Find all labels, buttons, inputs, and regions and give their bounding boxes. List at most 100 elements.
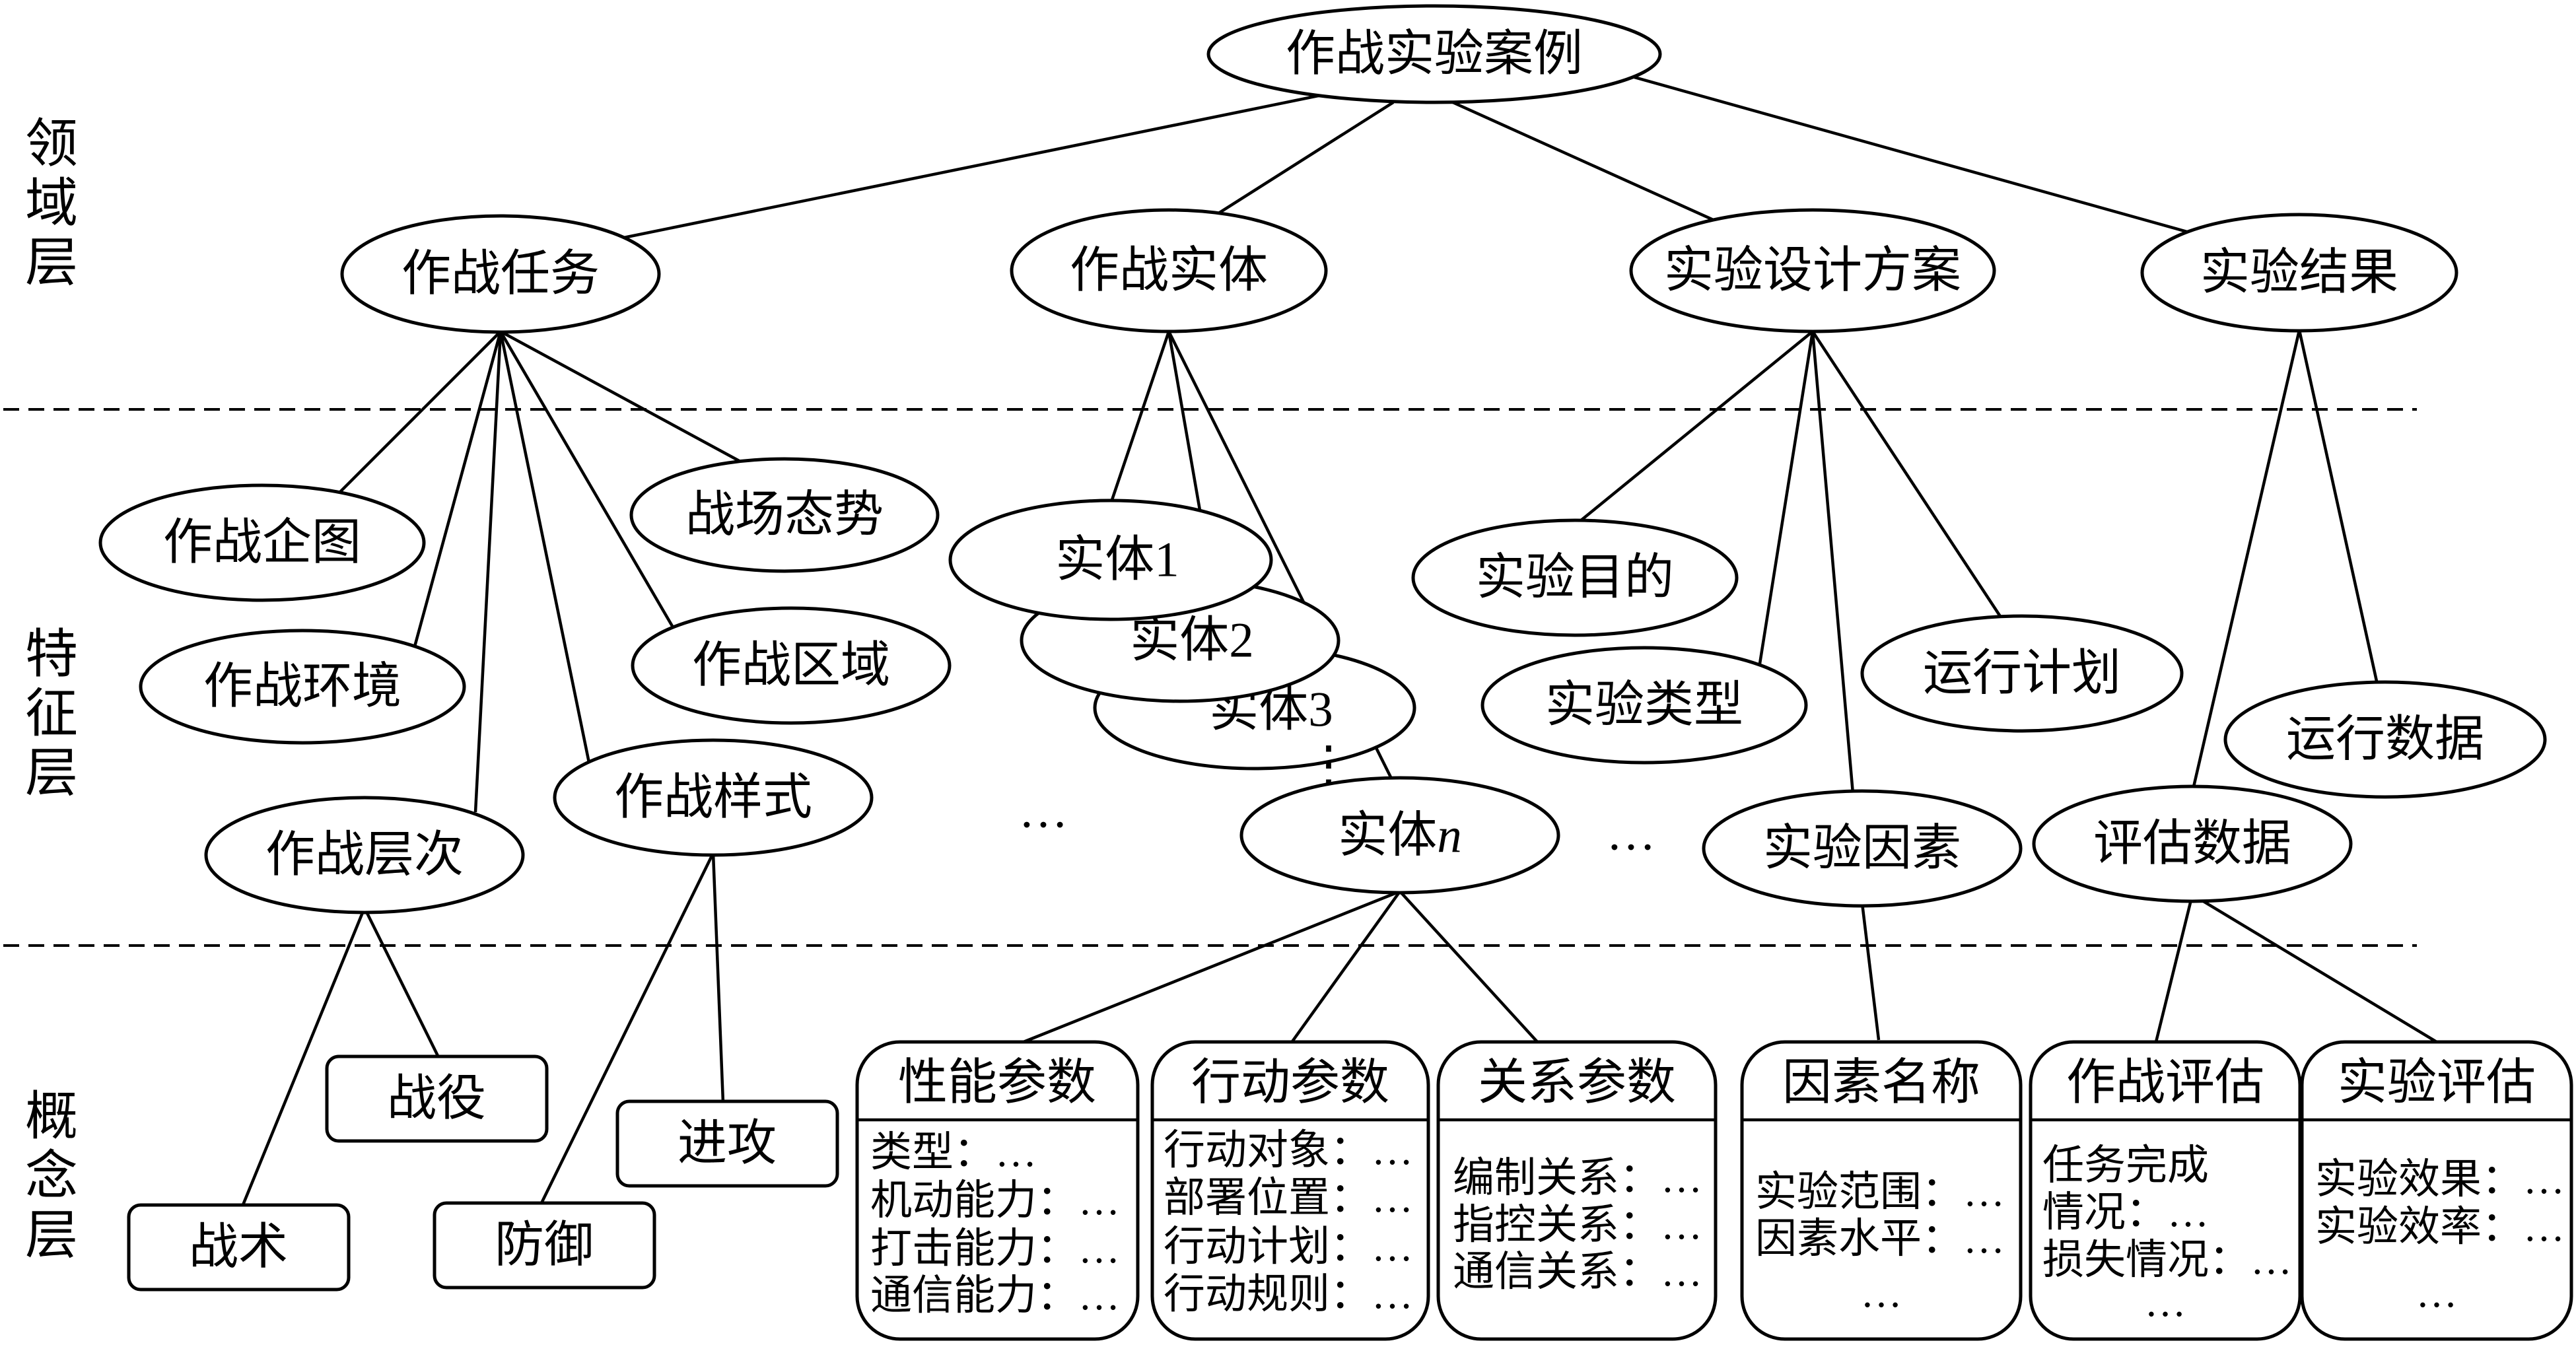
svg-text:层: 层 (25, 745, 78, 803)
node-entity-1: 实体1 (948, 499, 1273, 621)
node-environment: 作战环境 (139, 629, 466, 745)
svg-text:念: 念 (25, 1148, 78, 1206)
svg-text:性能参数: 性能参数 (898, 1056, 1096, 1111)
svg-text:实体1: 实体1 (1055, 533, 1179, 588)
svg-text:行动对象：…: 行动对象：… (1164, 1127, 1413, 1173)
svg-text:实验效果：…: 实验效果：… (2315, 1156, 2565, 1202)
svg-text:实验评估: 实验评估 (2338, 1056, 2536, 1111)
svg-text:…: … (2145, 1279, 2186, 1325)
node-defense: 防御 (433, 1201, 656, 1290)
node-tactic: 战术 (127, 1203, 351, 1292)
edge-design-purpose (1554, 330, 1814, 543)
edge-entity-e1-b (1167, 331, 1204, 522)
svg-text:域: 域 (25, 175, 78, 233)
node-purpose: 实验目的 (1411, 518, 1739, 637)
svg-text:运行数据: 运行数据 (2286, 712, 2484, 767)
node-entity-n: 实体n (1239, 776, 1560, 895)
svg-text:层: 层 (25, 234, 78, 293)
svg-text:指控关系：…: 指控关系：… (1453, 1202, 1702, 1248)
svg-text:机动能力：…: 机动能力：… (870, 1177, 1120, 1224)
svg-text:实验类型: 实验类型 (1545, 678, 1743, 733)
svg-text:通信关系：…: 通信关系：… (1453, 1249, 1702, 1295)
svg-text:作战任务: 作战任务 (401, 247, 600, 302)
svg-text:实验范围：…: 实验范围：… (1755, 1169, 2005, 1215)
edge-eval-combat (2154, 894, 2194, 1043)
box-factor-name: 因素名称 实验范围：… 因素水平：… … (1740, 1040, 2023, 1341)
svg-text:作战实体: 作战实体 (1070, 244, 1268, 298)
svg-text:作战样式: 作战样式 (614, 771, 812, 825)
svg-text:行动参数: 行动参数 (1191, 1056, 1389, 1111)
box-relation: 关系参数 编制关系：… 指控关系：… 通信关系：… (1436, 1040, 1718, 1341)
edge-en-performance (1020, 889, 1401, 1045)
node-factor: 实验因素 (1702, 789, 2023, 908)
svg-text:特: 特 (25, 626, 78, 684)
box-combat-eval: 作战评估 任务完成 情况：… 损失情况：… … (2029, 1040, 2302, 1341)
edge-en-action (1290, 890, 1401, 1045)
node-situation: 战场态势 (629, 457, 940, 573)
svg-text:实体2: 实体2 (1130, 613, 1254, 668)
svg-text:征: 征 (25, 685, 78, 743)
svg-text:编制关系：…: 编制关系：… (1453, 1155, 1702, 1201)
edge-mission-situation (499, 330, 767, 477)
svg-text:进攻: 进攻 (678, 1117, 777, 1171)
svg-text:作战评估: 作战评估 (2066, 1056, 2264, 1111)
node-region: 作战区域 (631, 606, 952, 725)
edge-root-design (1452, 100, 1751, 238)
svg-text:作战区域: 作战区域 (692, 638, 890, 693)
box-performance: 性能参数 类型：… 机动能力：… 打击能力：… 通信能力：… (855, 1040, 1140, 1341)
edge-result-rundata (2297, 329, 2381, 691)
edge-level-tactic (239, 907, 366, 1210)
svg-text:通信能力：…: 通信能力：… (870, 1272, 1120, 1319)
edge-mission-style (499, 331, 591, 763)
node-campaign: 战役 (325, 1054, 549, 1143)
edge-root-mission (597, 83, 1374, 245)
edge-style-attack (711, 852, 725, 1103)
edges (239, 71, 2438, 1210)
svg-text:领: 领 (25, 116, 78, 174)
svg-text:作战实验案例: 作战实验案例 (1286, 27, 1583, 82)
edge-result-evaldata (2190, 329, 2301, 793)
node-rundata: 运行数据 (2223, 680, 2547, 799)
edge-en-relation (1399, 890, 1540, 1045)
svg-text:战场态势: 战场态势 (685, 488, 884, 543)
svg-text:作战环境: 作战环境 (203, 660, 401, 714)
node-result: 实验结果 (2140, 213, 2458, 333)
node-root: 作战实验案例 (1206, 4, 1662, 104)
svg-text:概: 概 (25, 1088, 78, 1146)
feature-ellipsis-left: … (1019, 784, 1068, 839)
edge-root-result (1617, 71, 2233, 246)
svg-text:战术: 战术 (189, 1220, 288, 1275)
svg-text:实验因素: 实验因素 (1763, 821, 1961, 876)
svg-text:关系参数: 关系参数 (1478, 1056, 1676, 1111)
svg-text:打击能力：…: 打击能力：… (870, 1225, 1120, 1272)
node-plan: 运行计划 (1860, 614, 2184, 733)
layer-label-domain: 领 域 层 (25, 116, 78, 293)
edge-mission-level (473, 331, 503, 813)
feature-ellipsis-right: … (1607, 806, 1656, 861)
edge-level-campaign (363, 907, 441, 1059)
node-entity: 作战实体 (1010, 208, 1328, 333)
svg-text:运行计划: 运行计划 (1923, 646, 2121, 701)
svg-text:实体n: 实体n (1338, 808, 1462, 863)
svg-text:情况：…: 情况：… (2042, 1189, 2209, 1235)
edge-factor-name (1860, 903, 1881, 1041)
box-exp-eval: 实验评估 实验效果：… 实验效率：… … (2300, 1040, 2573, 1341)
edge-mission-environment (411, 331, 503, 654)
edge-mission-intent (326, 330, 502, 506)
svg-text:因素水平：…: 因素水平：… (1755, 1216, 2005, 1262)
svg-text:行动规则：…: 行动规则：… (1164, 1271, 1413, 1317)
layer-label-concept: 概 念 层 (25, 1088, 78, 1265)
edge-design-plan (1811, 330, 2009, 629)
edge-design-exptype (1758, 331, 1815, 664)
svg-text:实验设计方案: 实验设计方案 (1664, 244, 1961, 298)
node-mission: 作战任务 (340, 214, 661, 334)
edge-eval-exp (2191, 893, 2438, 1043)
box-action: 行动参数 行动对象：… 部署位置：… 行动计划：… 行动规则：… (1150, 1040, 1430, 1341)
node-attack: 进攻 (615, 1099, 839, 1188)
node-level: 作战层次 (204, 796, 525, 914)
node-evaldata: 评估数据 (2032, 784, 2353, 903)
svg-text:任务完成: 任务完成 (2042, 1142, 2209, 1189)
svg-text:行动计划：…: 行动计划：… (1164, 1224, 1413, 1270)
svg-text:…: … (1861, 1270, 1902, 1316)
